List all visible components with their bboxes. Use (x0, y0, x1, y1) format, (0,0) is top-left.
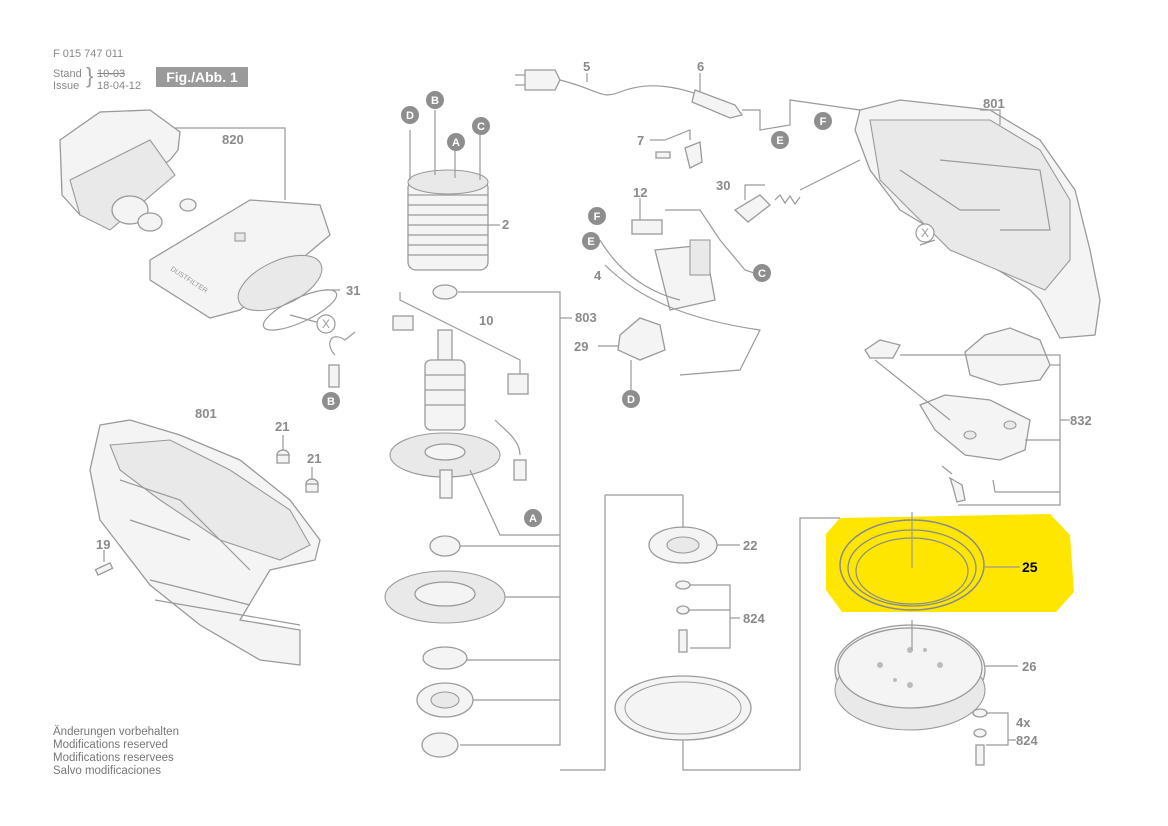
label-5: 5 (583, 59, 590, 74)
label-824-right: 824 (1016, 733, 1038, 748)
cord-clamp-part (650, 129, 703, 169)
callout-a-top: A (447, 133, 465, 151)
brace-glyph: } (86, 63, 94, 88)
svg-text:A: A (529, 513, 537, 525)
svg-text:B: B (431, 95, 439, 107)
label-2: 2 (502, 217, 509, 232)
callout-c-top: C (472, 117, 490, 135)
label-6: 6 (697, 59, 704, 74)
svg-text:D: D (406, 110, 414, 122)
note-en: Modifications reserved (53, 739, 169, 751)
callout-b-top: B (426, 91, 444, 109)
armature-part (328, 284, 560, 536)
label-824-center: 824 (743, 611, 765, 626)
svg-text:F: F (820, 116, 827, 128)
label-21-b: 21 (307, 451, 321, 466)
x-marker-right: X (915, 223, 935, 243)
stand-label: Stand (53, 68, 82, 80)
part-number: F 015 747 011 (53, 48, 124, 60)
highlight-area (826, 514, 1074, 612)
label-31: 31 (346, 283, 360, 298)
switch-slider-part (733, 159, 861, 223)
x-marker-left: X (316, 314, 336, 334)
housing-right-part (854, 99, 1101, 339)
notes-block: Änderungen vorbehalten Modifications res… (53, 726, 179, 778)
label-803: 803 (575, 310, 597, 325)
small-screws-part (94, 435, 319, 576)
label-4: 4 (594, 268, 602, 283)
note-fr: Modifications reservees (53, 752, 174, 764)
note-de: Änderungen vorbehalten (53, 726, 179, 738)
label-4x: 4x (1016, 715, 1031, 730)
callout-b-bottom: B (322, 392, 340, 410)
power-cord-part (515, 69, 861, 131)
sanding-pad-part (834, 620, 1018, 731)
callout-d-top: D (401, 106, 419, 124)
spindle-stack-part (384, 535, 506, 758)
svg-text:D: D (627, 394, 635, 406)
label-7: 7 (637, 133, 644, 148)
housing-left-part (89, 419, 321, 666)
callout-a-bottom: A (524, 509, 542, 527)
label-19: 19 (96, 537, 110, 552)
label-26: 26 (1022, 659, 1036, 674)
svg-text:X: X (322, 317, 330, 331)
suppressor-part (598, 317, 666, 390)
label-29: 29 (574, 339, 588, 354)
x-markers: X X (316, 223, 935, 334)
figure-label: Fig./Abb. 1 (156, 67, 248, 87)
label-832: 832 (1070, 413, 1092, 428)
svg-text:E: E (587, 236, 594, 248)
pad-screws-part (972, 708, 1016, 766)
label-12: 12 (633, 185, 647, 200)
field-coil-part (407, 110, 500, 271)
callout-f-cord: F (814, 112, 832, 130)
counterweight-part (614, 526, 752, 741)
svg-text:B: B (327, 396, 335, 408)
svg-text:C: C (477, 121, 485, 133)
callout-e-cord: E (771, 131, 789, 149)
issue-label: Issue (53, 80, 80, 92)
label-22: 22 (743, 538, 757, 553)
label-820: 820 (222, 132, 244, 147)
clamp-assembly-part (864, 327, 1070, 506)
svg-text:E: E (776, 135, 783, 147)
callout-c-switch: C (753, 264, 771, 282)
label-10: 10 (479, 313, 493, 328)
callout-d-bottom: D (622, 390, 640, 408)
stand-value: 10-03 (97, 68, 126, 80)
svg-text:F: F (594, 211, 601, 223)
note-es: Salvo modificaciones (53, 765, 162, 777)
label-801-right: 801 (983, 96, 1005, 111)
label-21-a: 21 (275, 419, 289, 434)
callout-f-switch: F (588, 207, 606, 225)
issue-date: 18-04-12 (97, 80, 142, 92)
label-30: 30 (716, 178, 730, 193)
dust-filter-part: DUSTFILTER (59, 109, 338, 331)
svg-text:A: A (452, 137, 460, 149)
part-number-labels: 820 2 5 6 801 7 30 12 4 29 31 10 803 801… (96, 59, 1092, 748)
label-25: 25 (1022, 559, 1038, 575)
svg-text:X: X (921, 226, 929, 240)
svg-text:C: C (758, 268, 766, 280)
part-25-ring (839, 512, 1020, 611)
switch-assembly-part (599, 198, 761, 376)
letter-callouts: D B A C F E F E C D B A (322, 91, 832, 527)
callout-e-switch: E (582, 232, 600, 250)
label-801-left: 801 (195, 406, 217, 421)
